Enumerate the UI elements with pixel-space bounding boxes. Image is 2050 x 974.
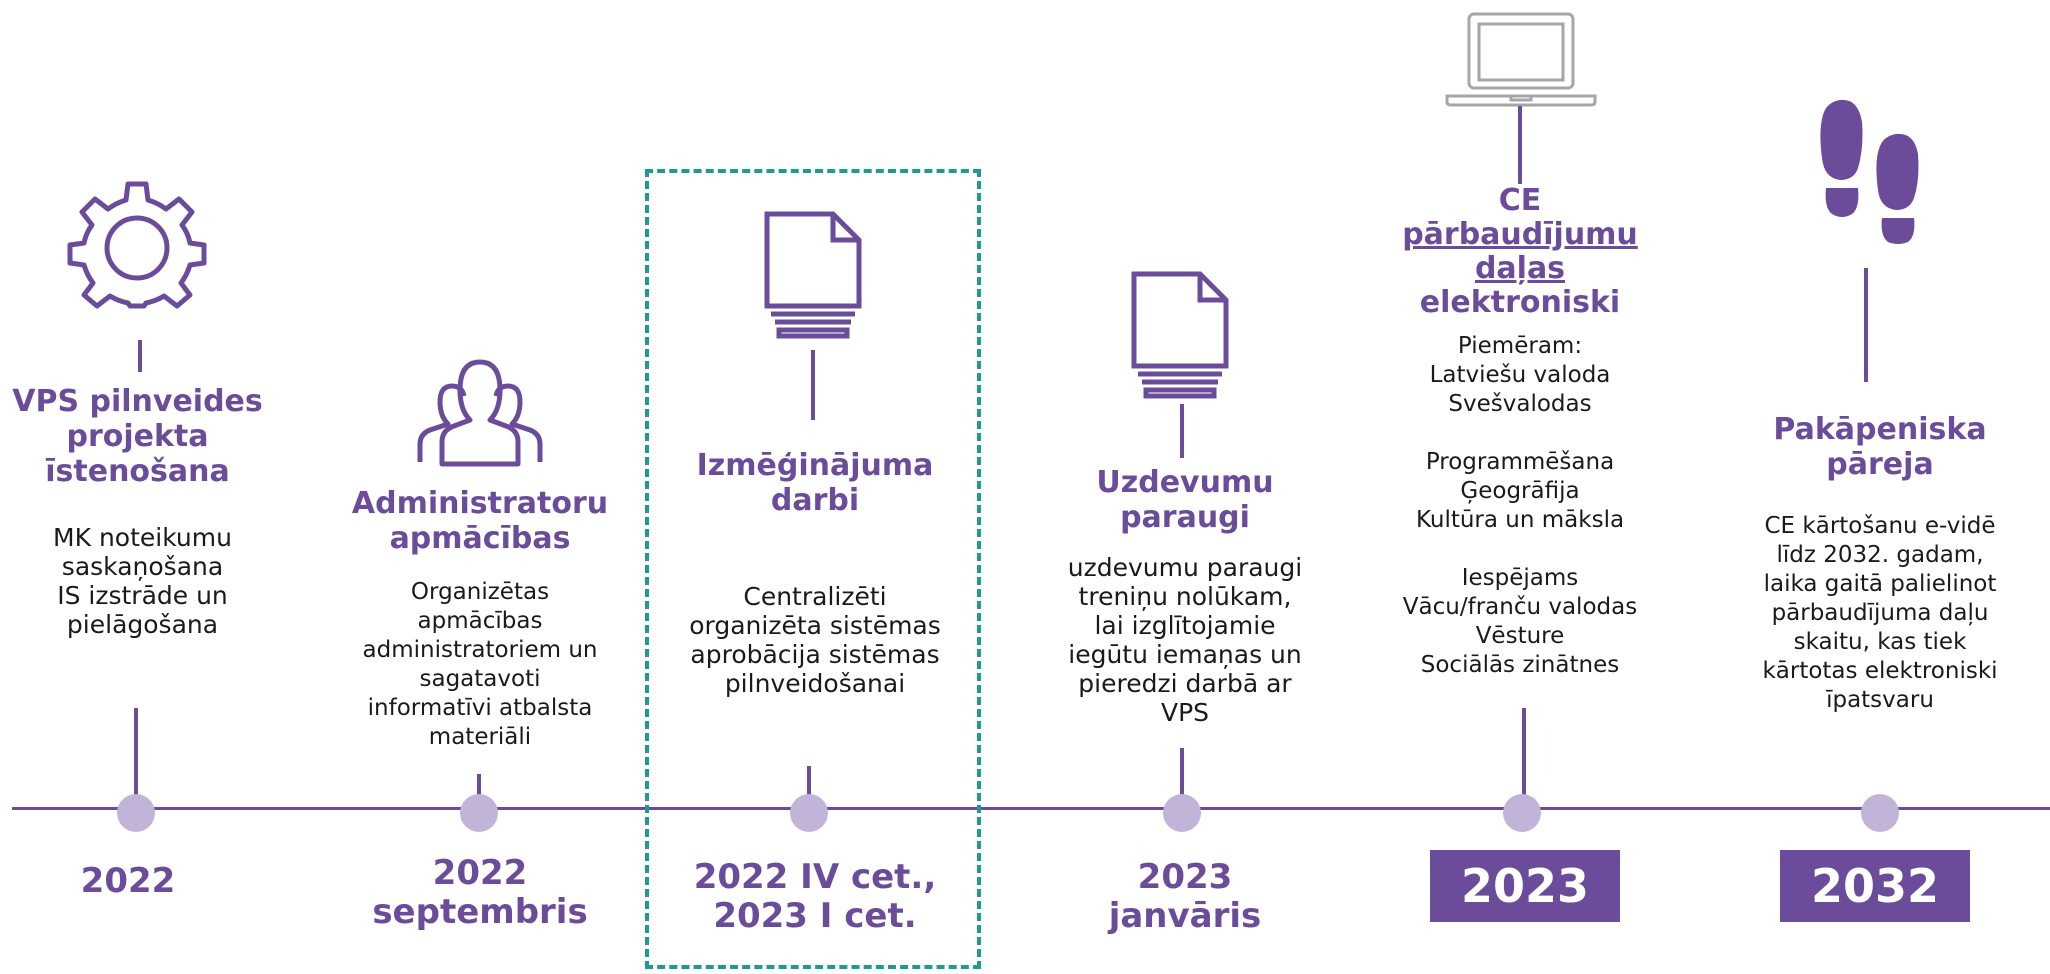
timeline-dot	[1163, 794, 1201, 832]
stem-upper	[1518, 106, 1522, 184]
year-badge: 2023	[1430, 850, 1620, 922]
timeline-line	[12, 807, 2050, 810]
gear-icon	[67, 181, 207, 309]
footprints-icon	[1820, 99, 1919, 244]
milestone-description: Organizētas apmācības administratoriem u…	[362, 579, 598, 750]
milestone-description: uzdevumu paraugi treniņu nolūkam, lai iz…	[1067, 553, 1303, 727]
milestone-description: CE kārtošanu e-vidē līdz 2032. gadam, la…	[1762, 513, 1998, 713]
milestone-description: Centralizēti organizēta sistēmas aprobāc…	[689, 582, 941, 698]
milestone-title: Pakāpeniska pāreja	[1773, 412, 1987, 482]
milestone-title: Uzdevumu paraugi	[1096, 465, 1274, 535]
stem-lower	[807, 766, 811, 798]
milestone-year: 2022 septembris	[372, 853, 588, 932]
timeline-dot	[790, 794, 828, 832]
stem-lower	[1180, 748, 1184, 798]
laptop-icon	[1445, 12, 1597, 107]
milestone-title: VPS pilnveides projekta īstenošana	[12, 384, 263, 489]
year-badge: 2032	[1780, 850, 1970, 922]
milestone-description: MK noteikumu saskaņošana IS izstrāde un …	[53, 523, 232, 639]
milestone-description: Piemēram: Latviešu valoda Svešvalodas Pr…	[1402, 333, 1638, 678]
stem-upper	[811, 350, 815, 420]
timeline-dot	[1861, 794, 1899, 832]
stem-upper	[1180, 404, 1184, 458]
group-icon	[417, 359, 543, 467]
stem-lower	[477, 774, 481, 798]
stem-upper	[1864, 268, 1868, 382]
timeline-dot	[117, 794, 155, 832]
stem-upper	[138, 340, 142, 372]
milestone-title: Administratoru apmācības	[351, 486, 609, 556]
milestone-title: CE pārbaudījumu daļas elektroniski	[1402, 183, 1638, 320]
stem-lower	[1522, 708, 1526, 798]
milestone-year: 2022	[80, 861, 176, 901]
milestone-year: 2022 IV cet., 2023 I cet.	[693, 857, 937, 936]
timeline-dot	[460, 794, 498, 832]
document-stack-icon	[764, 211, 862, 339]
highlight-frame	[645, 169, 981, 969]
document-stack-icon	[1131, 271, 1229, 399]
milestone-title: Izmēģinājuma darbi	[696, 448, 934, 518]
timeline-dot	[1503, 794, 1541, 832]
milestone-year: 2023 janvāris	[1108, 857, 1262, 936]
stem-lower	[134, 708, 138, 798]
